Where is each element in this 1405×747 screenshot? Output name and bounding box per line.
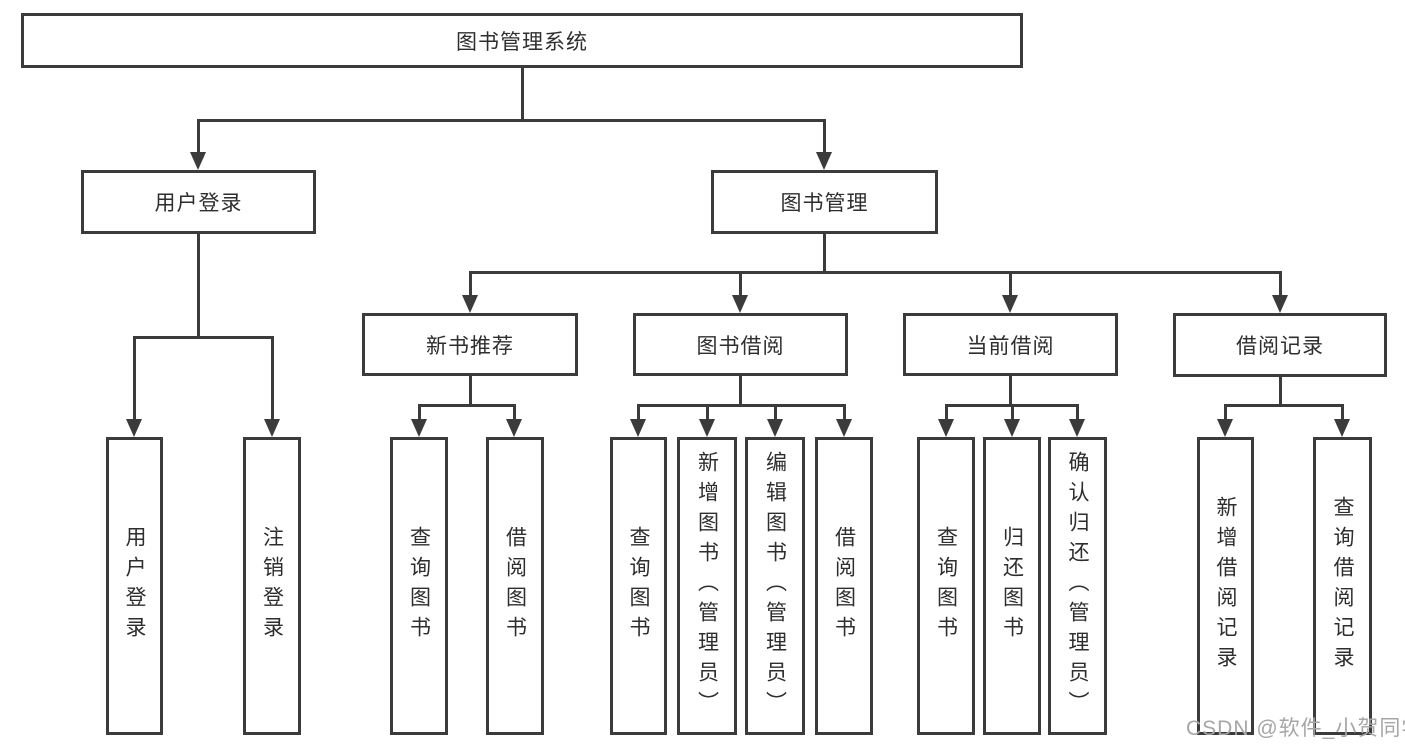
connector-drop (133, 336, 136, 421)
arrow-down-icon (816, 152, 832, 170)
connector-book-mgmt-stem (823, 234, 826, 273)
node-confirm-return-admin: 确认归还（管理员） (1048, 437, 1107, 735)
connector-drop (418, 404, 421, 421)
node-new-book-recommendation: 新书推荐 (362, 313, 578, 376)
arrow-down-icon (699, 419, 715, 437)
node-query-borrow-record: 查询借阅记录 (1313, 437, 1372, 735)
node-current-borrowing: 当前借阅 (903, 313, 1118, 376)
connector-bb-hline (637, 404, 845, 407)
connector-nbr-hline (418, 404, 516, 407)
connector-root-stem (521, 68, 524, 121)
connector-drop (1076, 404, 1079, 421)
node-borrow-books-recommend: 借阅图书 (486, 437, 544, 735)
arrow-down-icon (506, 419, 522, 437)
arrow-down-icon (1272, 295, 1288, 313)
node-add-borrow-record: 新增借阅记录 (1197, 437, 1254, 735)
arrow-down-icon (1334, 419, 1350, 437)
connector-drop (1009, 271, 1012, 297)
arrow-down-icon (1004, 419, 1020, 437)
connector-bb-stem (739, 376, 742, 406)
connector-br-stem (1279, 377, 1282, 406)
connector-cb-stem (1009, 376, 1012, 406)
node-return-books: 归还图书 (983, 437, 1041, 735)
connector-level3-hline (469, 271, 1281, 274)
connector-drop (637, 404, 640, 421)
connector-drop (774, 404, 777, 421)
arrow-down-icon (264, 419, 280, 437)
connector-user-login-stem (197, 234, 200, 337)
connector-drop (843, 404, 846, 421)
node-book-management: 图书管理 (711, 170, 938, 234)
connector-user-login-hline (133, 336, 274, 339)
node-book-borrowing: 图书借阅 (633, 313, 848, 376)
arrow-down-icon (630, 419, 646, 437)
connector-level2-hline (197, 119, 826, 122)
arrow-down-icon (1217, 419, 1233, 437)
arrow-down-icon (411, 419, 427, 437)
arrow-down-icon (190, 152, 206, 170)
arrow-down-icon (126, 419, 142, 437)
arrow-down-icon (767, 419, 783, 437)
arrow-down-icon (732, 295, 748, 313)
connector-drop (1341, 404, 1344, 421)
connector-drop (739, 271, 742, 297)
node-library-management-system: 图书管理系统 (21, 13, 1023, 68)
arrow-down-icon (1069, 419, 1085, 437)
node-query-books-current: 查询图书 (917, 437, 975, 735)
connector-drop (513, 404, 516, 421)
connector-drop (197, 119, 200, 153)
node-edit-books-admin: 编辑图书（管理员） (745, 437, 805, 735)
connector-nbr-stem (469, 376, 472, 406)
arrow-down-icon (462, 295, 478, 313)
node-user-login: 用户登录 (81, 170, 316, 234)
arrow-down-icon (1002, 295, 1018, 313)
connector-drop (1011, 404, 1014, 421)
node-user-login-action: 用户登录 (106, 437, 163, 735)
connector-br-hline (1224, 404, 1343, 407)
connector-drop (823, 119, 826, 153)
arrow-down-icon (836, 419, 852, 437)
connector-drop (706, 404, 709, 421)
node-query-books-recommend: 查询图书 (390, 437, 448, 735)
csdn-watermark: CSDN @软件_小贺同学 (1186, 717, 1405, 740)
connector-drop (1224, 404, 1227, 421)
node-borrow-books-borrowing: 借阅图书 (815, 437, 873, 735)
arrow-down-icon (938, 419, 954, 437)
connector-drop (945, 404, 948, 421)
connector-drop (271, 336, 274, 421)
node-borrowing-records: 借阅记录 (1173, 313, 1387, 377)
node-query-books-borrowing: 查询图书 (610, 437, 667, 735)
connector-drop (469, 271, 472, 297)
node-add-books-admin: 新增图书（管理员） (677, 437, 737, 735)
connector-drop (1279, 271, 1282, 297)
node-logout-action: 注销登录 (243, 437, 301, 735)
